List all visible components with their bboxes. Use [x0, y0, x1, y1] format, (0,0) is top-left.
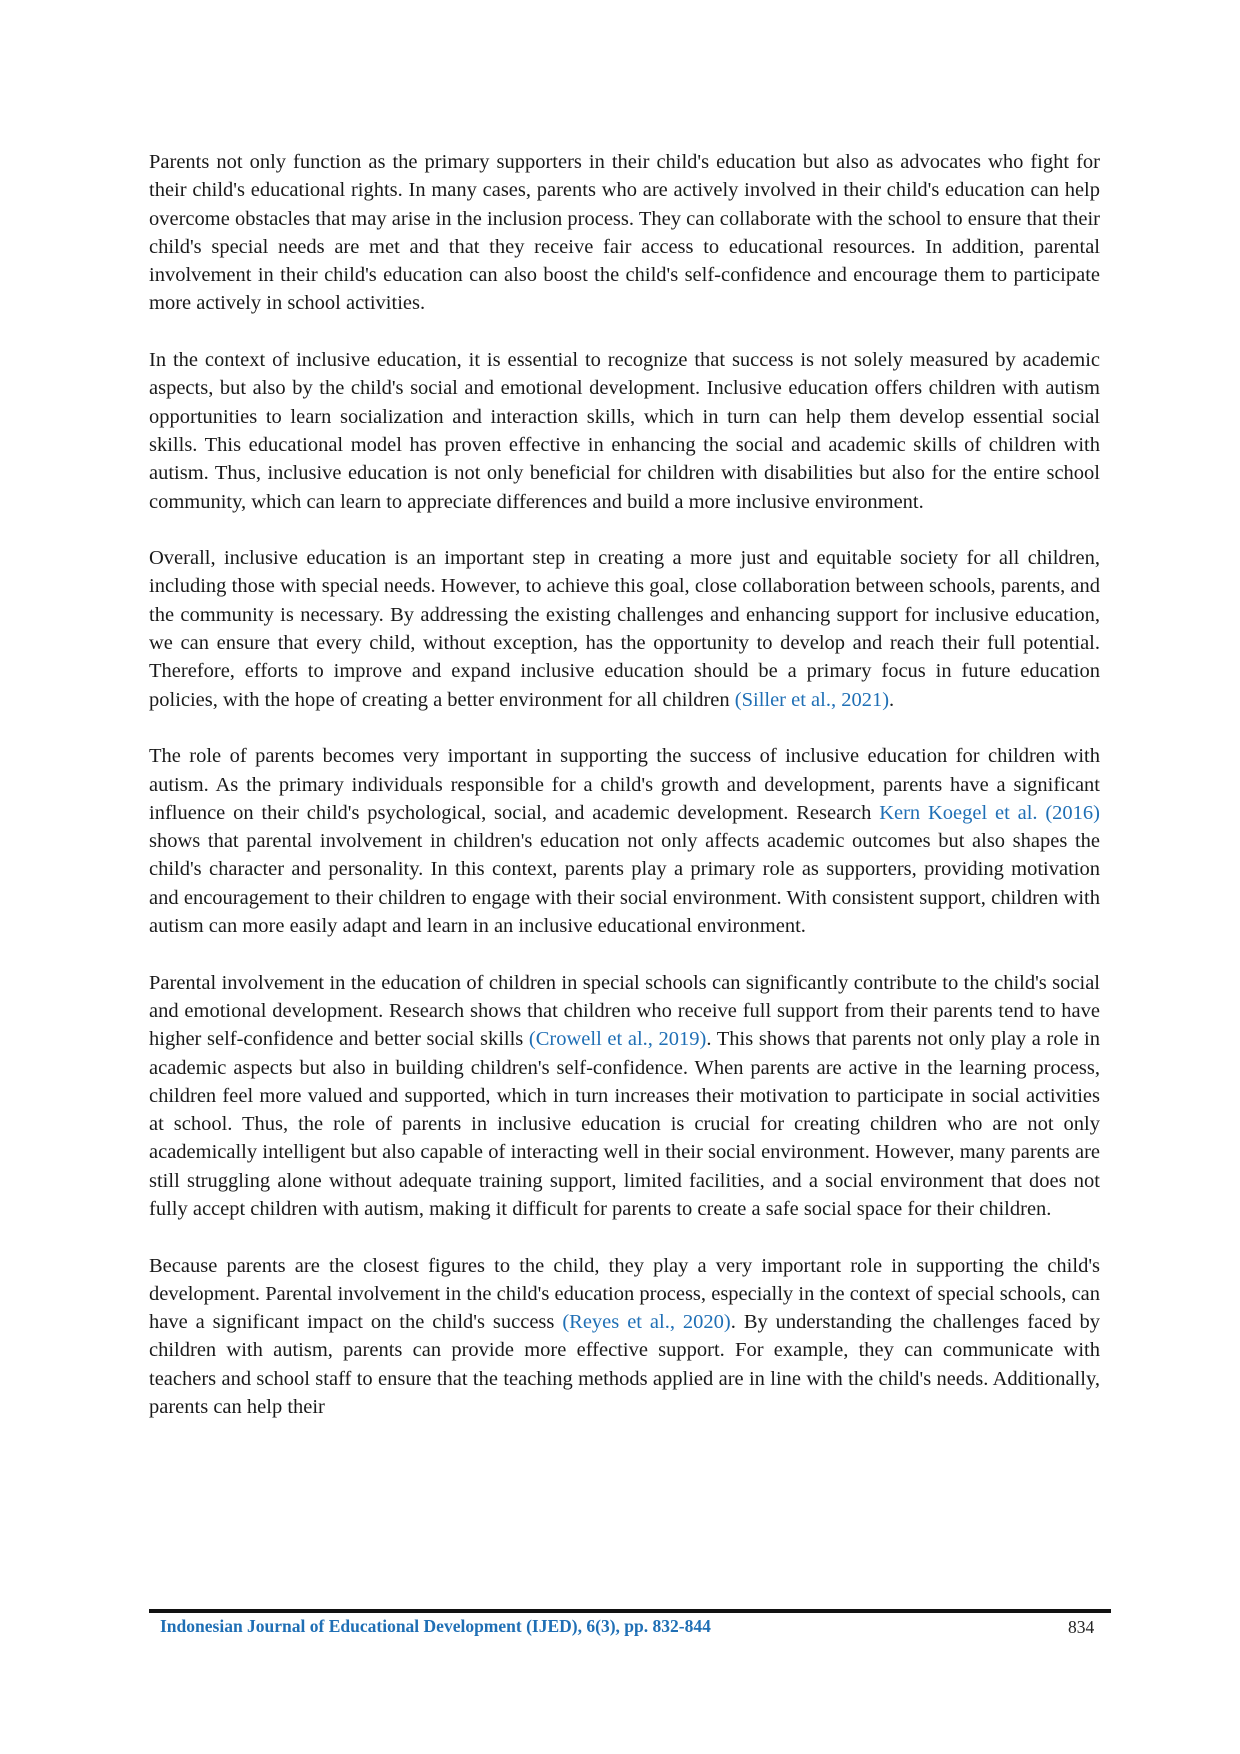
text-run: In the context of inclusive education, i…: [149, 349, 1100, 513]
footer-rule: [149, 1609, 1111, 1613]
citation-link[interactable]: (Crowell et al., 2019): [528, 1028, 707, 1051]
paragraph: Parental involvement in the education of…: [149, 969, 1100, 1224]
paragraph: Overall, inclusive education is an impor…: [149, 544, 1100, 714]
text-run: The role of parents becomes very importa…: [149, 745, 1100, 824]
text-run: Overall, inclusive education is an impor…: [149, 547, 1100, 711]
citation-link[interactable]: Kern Koegel et al. (2016): [879, 801, 1100, 824]
text-run: . This shows that parents not only play …: [149, 1028, 1100, 1220]
text-run: Because parents are the closest figures …: [149, 1254, 1100, 1334]
page-number: 834: [1068, 1617, 1095, 1637]
text-run: .: [889, 688, 895, 711]
citation-link[interactable]: (Siller et al., 2021): [734, 688, 890, 711]
text-run: . By understanding the challenges faced …: [149, 1311, 1101, 1419]
paragraph: Parents not only function as the primary…: [149, 148, 1100, 318]
paragraph: In the context of inclusive education, i…: [149, 346, 1100, 516]
text-run: Parental involvement in the education of…: [149, 971, 1100, 1051]
paragraph: The role of parents becomes very importa…: [149, 742, 1100, 940]
text-run: shows that parental involvement in child…: [149, 830, 1100, 938]
paragraph: Because parents are the closest figures …: [149, 1252, 1100, 1422]
citation-link[interactable]: (Reyes et al., 2020): [562, 1311, 731, 1334]
footer-journal-title: Indonesian Journal of Educational Develo…: [160, 1616, 711, 1636]
text-run: Parents not only function as the primary…: [149, 151, 1100, 315]
body-text: Parents not only function as the primary…: [149, 148, 1100, 1450]
